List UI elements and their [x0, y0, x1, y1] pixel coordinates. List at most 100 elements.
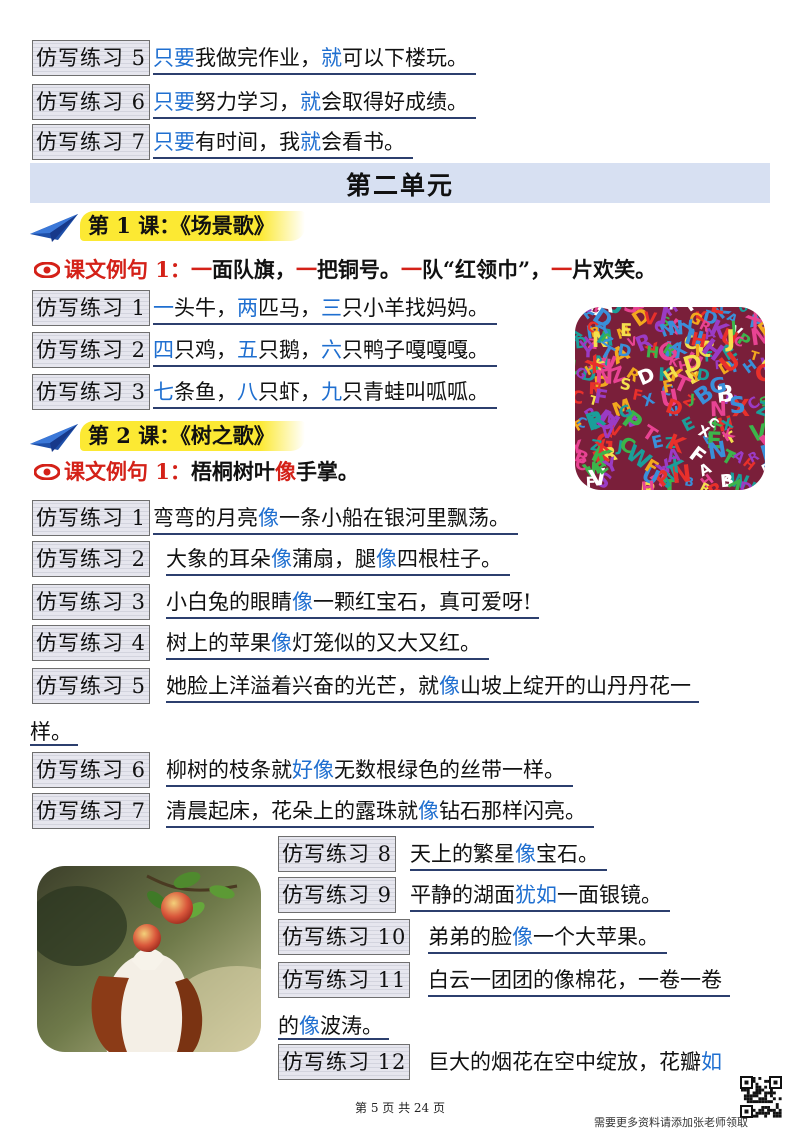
practice-label: 仿写练习 6 — [32, 752, 151, 788]
letter-glyph: V — [590, 358, 605, 375]
letter-glyph: V — [600, 423, 615, 443]
letter-glyph: Z — [575, 355, 586, 381]
highlight-word: 一 — [153, 296, 174, 320]
highlight-word: 像 — [376, 547, 397, 571]
letter-glyph: C — [659, 379, 675, 400]
letter-glyph: P — [762, 411, 765, 431]
text-segment: 条鱼， — [174, 380, 237, 404]
highlight-word: 一 — [551, 257, 573, 282]
sentence-continuation: 的像波涛。 — [278, 1010, 389, 1040]
letter-glyph: S — [619, 375, 633, 395]
highlight-word: 像 — [274, 459, 296, 484]
letter-glyph: N — [706, 437, 729, 466]
continuation-text: 样。 — [30, 720, 78, 746]
practice-label: 仿写练习 3 — [32, 584, 151, 620]
text-segment: 柳树的枝条就 — [166, 758, 292, 782]
practice-sentence: 弟弟的脸像一个大苹果。 — [428, 922, 667, 954]
letter-glyph: F — [592, 384, 609, 410]
letter-glyph: Z — [587, 336, 599, 353]
letter-glyph: E — [755, 317, 765, 342]
letter-glyph: U — [736, 307, 751, 316]
text-segment: 四根柱子。 — [397, 547, 502, 571]
continuation-text: 的像波涛。 — [278, 1014, 389, 1040]
highlight-word: 犹如 — [515, 883, 557, 907]
text-segment: 山坡上绽开的山丹丹花一 — [460, 674, 691, 698]
letter-glyph: C — [575, 414, 588, 432]
text-segment: 只虾， — [258, 380, 321, 404]
practice-label: 仿写练习 6 — [32, 84, 151, 120]
highlight-word: 只要 — [153, 90, 195, 114]
text-segment: 蒲扇，腿 — [292, 547, 376, 571]
practice-sentence: 巨大的烟花在空中绽放，花瓣如 — [428, 1047, 730, 1077]
practice-sentence: 平静的湖面犹如一面银镜。 — [410, 880, 670, 912]
practice-label: 仿写练习 2 — [32, 541, 151, 577]
practice-label: 仿写练习 10 — [278, 919, 411, 955]
highlight-word: 五 — [237, 338, 258, 362]
letter-glyph: K — [746, 478, 765, 490]
eye-bullet-icon — [34, 464, 60, 480]
highlight-word: 像 — [292, 590, 313, 614]
footer-note: 需要更多资料请添加张老师领取 — [594, 1116, 748, 1129]
highlight-word: 一 — [190, 257, 212, 282]
letter-glyph: T — [678, 307, 701, 318]
practice-sentence: 弯弯的月亮像一条小船在银河里飘荡。 — [153, 503, 518, 535]
letter-glyph: D — [579, 364, 598, 387]
practice-label: 仿写练习 1 — [32, 290, 151, 326]
highlight-word: 像 — [418, 799, 439, 823]
letter-glyph: V — [592, 381, 603, 396]
highlight-word: 像 — [512, 925, 533, 949]
letter-glyph: N — [595, 364, 614, 390]
text-segment: 一个大苹果。 — [533, 925, 659, 949]
practice-label: 仿写练习 7 — [32, 793, 151, 829]
letter-glyph: Y — [580, 341, 596, 363]
practice-label: 仿写练习 8 — [278, 836, 397, 872]
letter-glyph: V — [722, 333, 737, 353]
practice-sentence: 树上的苹果像灯笼似的又大又红。 — [166, 628, 489, 660]
practice-sentence: 七条鱼，八只虾，九只青蛙叫呱呱。 — [153, 377, 497, 409]
text-segment: 把铜号。 — [316, 257, 401, 282]
practice-sentence: 白云一团团的像棉花，一卷一卷 — [428, 965, 730, 997]
text-segment: 我做完作业， — [195, 46, 321, 70]
text-segment: 只青蛙叫呱呱。 — [342, 380, 489, 404]
letter-glyph: J — [724, 324, 736, 352]
letter-glyph: B — [589, 325, 603, 342]
letter-glyph: S — [659, 313, 671, 330]
letter-glyph: U — [658, 385, 681, 414]
highlight-word: 像 — [258, 506, 279, 530]
practice-label: 仿写练习 7 — [32, 124, 151, 160]
letter-glyph: J — [615, 436, 624, 456]
highlight-word: 就 — [300, 90, 321, 114]
letter-glyph: M — [615, 324, 633, 343]
letter-glyph: H — [716, 413, 736, 437]
letter-glyph: F — [661, 376, 676, 397]
text-segment: 宝石。 — [536, 842, 599, 866]
letter-glyph: B — [623, 408, 643, 432]
letter-glyph: N — [592, 327, 610, 352]
letter-glyph: A — [702, 325, 718, 344]
text-segment: 只鸡， — [174, 338, 237, 362]
letter-glyph: J — [729, 317, 737, 336]
lesson-2-title: 第 2 课：《树之歌》 — [80, 421, 305, 451]
text-segment: 的 — [278, 1014, 299, 1038]
letter-glyph: C — [684, 332, 698, 354]
letter-glyph: S — [757, 393, 765, 410]
practice-sentence: 柳树的枝条就好像无数根绿色的丝带一样。 — [166, 755, 573, 787]
highlight-word: 七 — [153, 380, 174, 404]
sentence-continuation: 样。 — [30, 716, 78, 746]
practice-label: 仿写练习 5 — [32, 668, 151, 704]
letter-glyph: K — [694, 307, 709, 327]
letter-glyph: A — [596, 307, 618, 318]
letter-glyph: N — [710, 397, 728, 422]
highlight-word: 像 — [299, 1014, 320, 1038]
letter-glyph: G — [754, 359, 765, 388]
text-segment: 只小羊找妈妈。 — [342, 296, 489, 320]
highlight-word: 就 — [300, 130, 321, 154]
example-sentence: 一面队旗，一把铜号。一队“红领巾”，一片欢笑。 — [191, 257, 656, 282]
highlight-word: 如 — [701, 1050, 722, 1074]
letter-glyph: Z — [665, 434, 677, 452]
letter-glyph: N — [657, 317, 678, 342]
letter-glyph: N — [722, 390, 738, 410]
text-segment: 大象的耳朵 — [166, 547, 271, 571]
letter-glyph: E — [708, 307, 729, 321]
highlight-word: 只要 — [153, 130, 195, 154]
